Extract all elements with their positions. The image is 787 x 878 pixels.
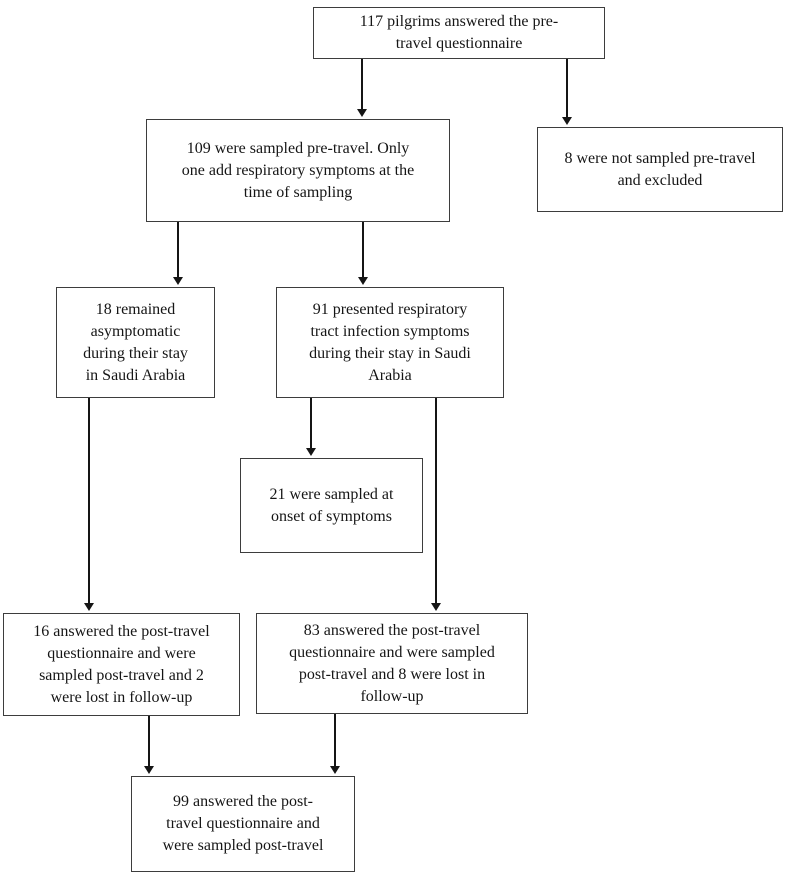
node-21-sampled-at-onset: 21 were sampled at onset of symptoms — [240, 458, 423, 553]
arrow-head-icon — [357, 109, 367, 117]
arrow-shaft — [88, 398, 90, 605]
arrow-shaft — [177, 222, 179, 279]
node-16-text: 16 answered the post-travel questionnair… — [33, 622, 210, 706]
arrow-shaft — [361, 59, 363, 111]
node-109-text: 109 were sampled pre-travel. Only one ad… — [181, 139, 415, 201]
arrow-109-to-91 — [357, 222, 369, 285]
arrow-head-icon — [431, 603, 441, 611]
node-83-text: 83 answered the post-travel questionnair… — [289, 621, 495, 705]
arrow-head-icon — [173, 277, 183, 285]
node-117-text: 117 pilgrims answered the pre- travel qu… — [359, 13, 559, 52]
arrow-91-to-21 — [305, 398, 317, 456]
arrow-head-icon — [84, 603, 94, 611]
arrow-shaft — [362, 222, 364, 279]
arrow-shaft — [566, 59, 568, 119]
arrow-83-to-99 — [329, 714, 341, 774]
node-91-text: 91 presented respiratory tract infection… — [309, 300, 471, 384]
node-21-text: 21 were sampled at onset of symptoms — [269, 485, 394, 525]
arrow-shaft — [334, 714, 336, 768]
arrow-head-icon — [306, 448, 316, 456]
node-99-text: 99 answered the post- travel questionnai… — [162, 793, 324, 854]
node-18-remained-asymptomatic: 18 remained asymptomatic during their st… — [56, 287, 215, 398]
node-8-text: 8 were not sampled pre-travel and exclud… — [564, 149, 756, 189]
arrow-head-icon — [358, 277, 368, 285]
arrow-head-icon — [330, 766, 340, 774]
node-18-text: 18 remained asymptomatic during their st… — [83, 300, 188, 384]
node-91-respiratory-symptoms: 91 presented respiratory tract infection… — [276, 287, 504, 398]
node-109-sampled-pre-travel: 109 were sampled pre-travel. Only one ad… — [146, 119, 450, 222]
node-8-not-sampled-excluded: 8 were not sampled pre-travel and exclud… — [537, 127, 783, 212]
arrow-head-icon — [562, 117, 572, 125]
arrow-109-to-18 — [172, 222, 184, 285]
arrow-shaft — [310, 398, 312, 450]
node-99-answered-post-travel: 99 answered the post- travel questionnai… — [131, 776, 355, 872]
arrow-head-icon — [144, 766, 154, 774]
arrow-shaft — [148, 716, 150, 768]
arrow-117-to-109 — [356, 59, 368, 117]
node-117-answered-pre-travel: 117 pilgrims answered the pre- travel qu… — [313, 7, 605, 59]
arrow-117-to-8 — [561, 59, 573, 125]
arrow-18-to-16 — [83, 398, 95, 611]
arrow-shaft — [435, 398, 437, 605]
node-16-answered-post-travel: 16 answered the post-travel questionnair… — [3, 613, 240, 716]
arrow-91-to-83 — [430, 398, 442, 611]
arrow-16-to-99 — [143, 716, 155, 774]
node-83-answered-post-travel: 83 answered the post-travel questionnair… — [256, 613, 528, 714]
